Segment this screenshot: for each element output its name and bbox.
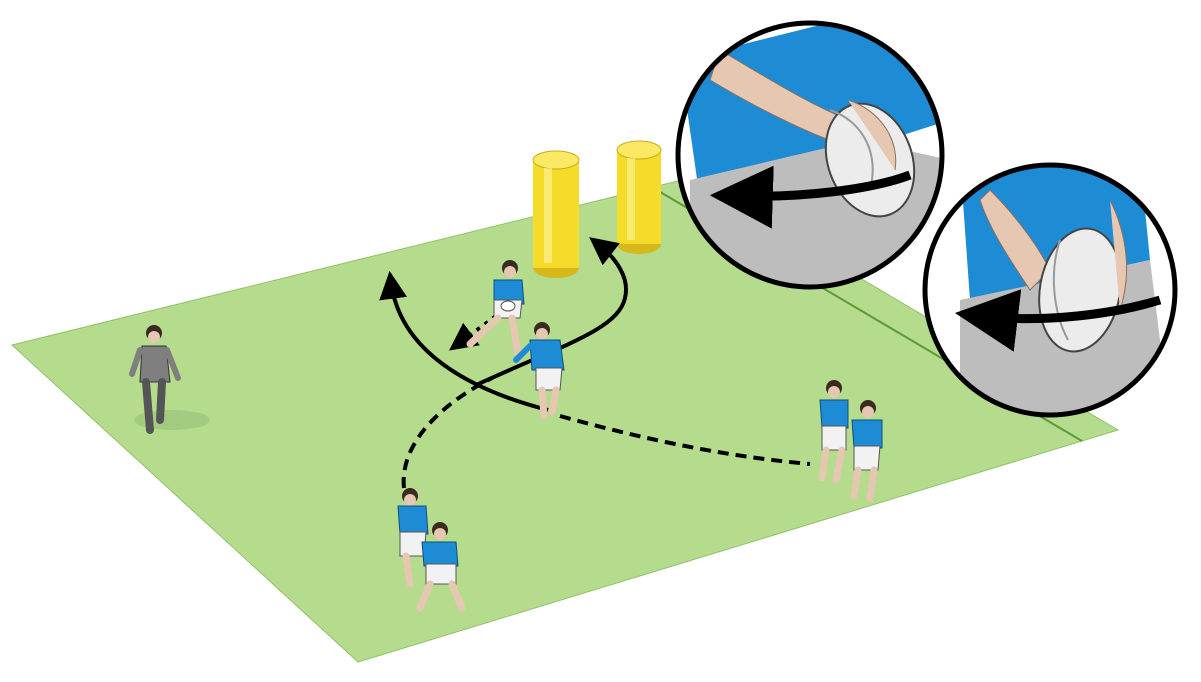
player: [466, 260, 525, 358]
inset-border: [675, 20, 945, 290]
run-arrow: [379, 270, 549, 412]
pass-line: [448, 314, 498, 351]
player: [818, 380, 849, 484]
pass-line: [559, 414, 811, 466]
player: [416, 522, 466, 612]
tackle-bag: [532, 150, 580, 278]
player: [513, 322, 565, 420]
player: [850, 400, 883, 502]
pass-line: [401, 376, 493, 489]
player: [397, 488, 429, 588]
tackle-bag: [616, 140, 662, 254]
referee: [129, 325, 210, 434]
inset-hands-grip: [675, 20, 945, 290]
inset-border: [922, 162, 1178, 418]
pass-lines: [401, 314, 811, 489]
inset-ball-tuck: [922, 162, 1178, 418]
